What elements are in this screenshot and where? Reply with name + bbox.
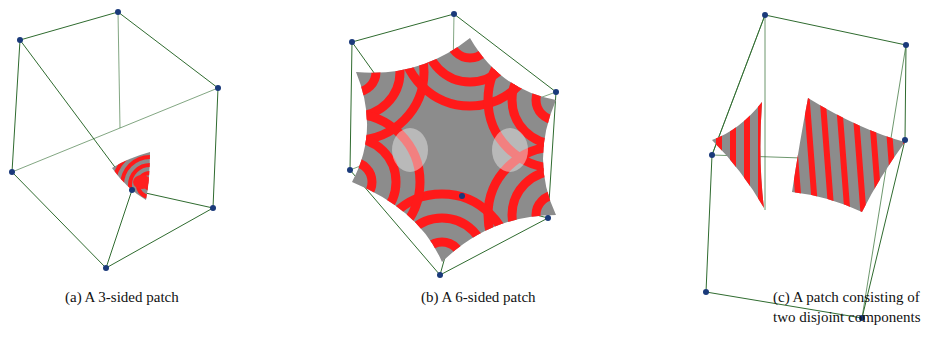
subfigure-caption: (a) A 3-sided patch bbox=[65, 287, 179, 307]
striped-patch bbox=[700, 90, 915, 220]
subfigure-caption: (c) A patch consisting of two disjoint c… bbox=[773, 287, 945, 327]
subfigure-caption: (b) A 6-sided patch bbox=[421, 287, 536, 307]
striped-patch bbox=[100, 140, 194, 229]
striped-patch bbox=[284, 0, 624, 330]
wireframe-cube bbox=[12, 12, 218, 268]
